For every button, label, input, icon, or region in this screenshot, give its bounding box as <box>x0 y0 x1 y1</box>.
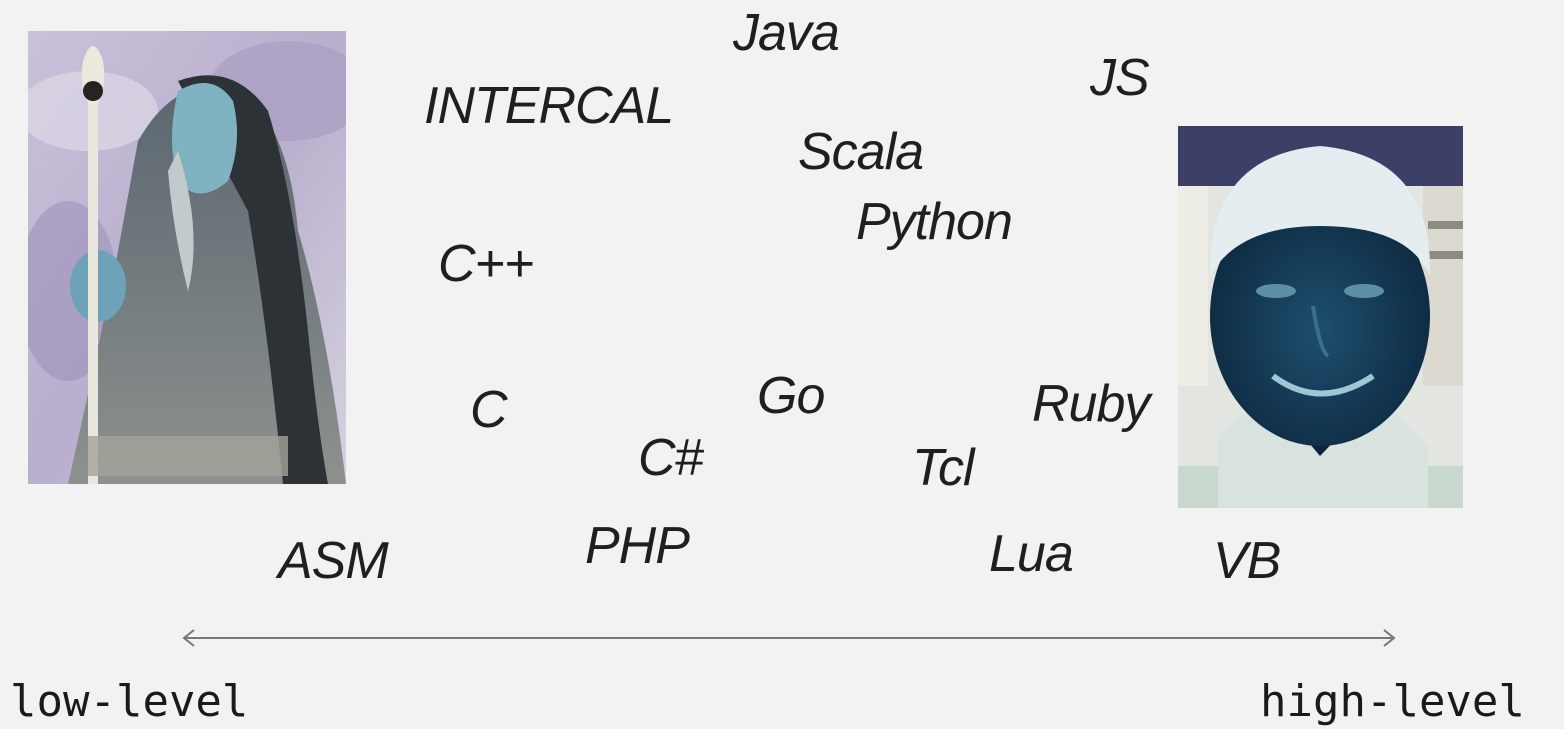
lang-csharp: C# <box>638 429 703 487</box>
high-level-label: high-level <box>1260 676 1525 727</box>
lang-scala: Scala <box>798 123 924 181</box>
low-level-label: low-level <box>10 676 249 727</box>
lang-js: JS <box>1090 49 1150 107</box>
face-photo <box>1178 126 1463 508</box>
lang-asm: ASM <box>278 532 389 590</box>
lang-tcl: Tcl <box>912 439 975 497</box>
lang-cpp: C++ <box>438 235 534 293</box>
lang-lua: Lua <box>989 525 1074 583</box>
lang-intercal: INTERCAL <box>424 77 674 135</box>
lang-vb: VB <box>1213 532 1281 590</box>
lang-python: Python <box>856 193 1013 251</box>
lang-go: Go <box>757 367 825 425</box>
lang-c: C <box>470 381 508 439</box>
lang-php: PHP <box>585 517 690 575</box>
lang-java: Java <box>733 4 840 62</box>
wizard-photo <box>28 31 346 484</box>
lang-ruby: Ruby <box>1032 375 1150 433</box>
